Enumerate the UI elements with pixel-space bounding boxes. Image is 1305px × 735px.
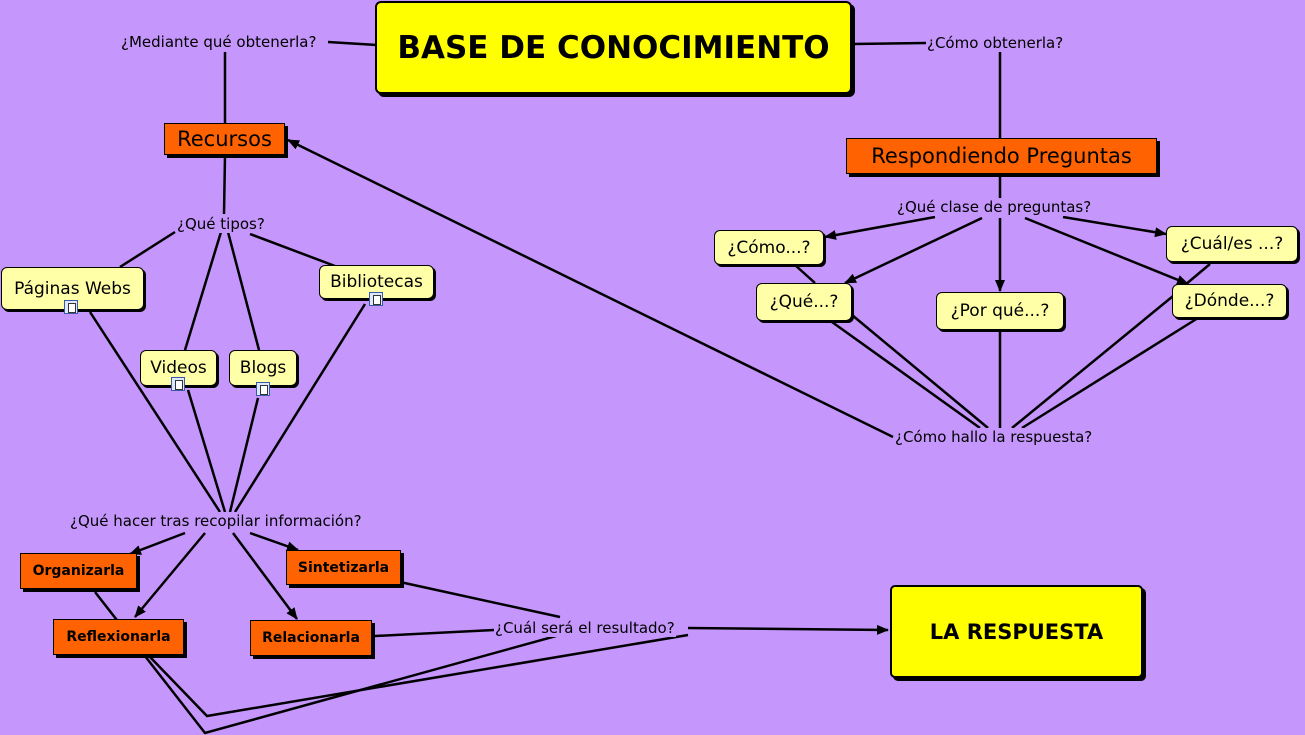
concept-label: LA RESPUESTA — [929, 619, 1104, 644]
link-line — [374, 628, 495, 638]
resource-doc-icon[interactable] — [171, 377, 185, 391]
phrase-cual-resultado: ¿Cuál será el resultado? — [494, 619, 676, 637]
phrase-mediante: ¿Mediante qué obtenerla? — [120, 33, 318, 51]
link-line — [186, 389, 227, 513]
link-line — [794, 264, 816, 284]
concept-label: Sintetizarla — [297, 559, 390, 576]
link-arrow — [249, 531, 299, 552]
concept-label: ¿Qué...? — [769, 292, 839, 312]
concept-donde[interactable]: ¿Dónde...? — [1172, 284, 1287, 318]
link-line — [226, 231, 261, 351]
link-line — [1184, 263, 1211, 286]
link-line — [233, 303, 367, 513]
link-line — [249, 232, 336, 268]
link-line — [1021, 316, 1199, 430]
concept-que[interactable]: ¿Qué...? — [756, 283, 852, 321]
link-arrow — [129, 531, 186, 556]
concept-base-de-conocimiento[interactable]: BASE DE CONOCIMIENTO — [375, 1, 852, 94]
link-arrow — [687, 624, 889, 635]
link-line — [851, 314, 989, 429]
concept-blogs[interactable]: Blogs — [229, 350, 297, 386]
concept-bibliotecas[interactable]: Bibliotecas — [319, 265, 434, 299]
link-arrow — [1024, 216, 1189, 286]
concept-organizarla[interactable]: Organizarla — [20, 553, 137, 589]
resource-doc-icon[interactable] — [64, 300, 78, 314]
concept-respondiendo-preguntas[interactable]: Respondiendo Preguntas — [846, 138, 1157, 174]
link-line — [228, 397, 260, 513]
link-line — [222, 154, 227, 215]
phrase-que-clase: ¿Qué clase de preguntas? — [896, 198, 1093, 216]
link-arrow — [231, 532, 299, 620]
concept-la-respuesta[interactable]: LA RESPUESTA — [890, 585, 1143, 678]
concept-como[interactable]: ¿Cómo...? — [714, 230, 824, 265]
concept-label: Videos — [150, 358, 207, 378]
concept-label: ¿Por qué...? — [950, 301, 1050, 321]
phrase-como-hallo: ¿Cómo hallo la respuesta? — [894, 428, 1094, 446]
concept-label: ¿Dónde...? — [1184, 291, 1275, 311]
link-arrow — [287, 138, 894, 439]
concept-label: BASE DE CONOCIMIENTO — [397, 29, 830, 66]
link-line — [327, 40, 378, 47]
concept-por-que[interactable]: ¿Por qué...? — [936, 292, 1064, 330]
concept-cual-es[interactable]: ¿Cuál/es ...? — [1166, 226, 1298, 262]
link-line — [831, 320, 981, 430]
concept-recursos[interactable]: Recursos — [164, 123, 285, 155]
concept-label: Blogs — [239, 358, 287, 378]
link-line — [88, 311, 222, 513]
concept-label: Reflexionarla — [66, 629, 171, 645]
concept-label: Páginas Webs — [14, 278, 131, 299]
link-line — [149, 633, 689, 718]
link-arrow — [1062, 215, 1167, 238]
phrase-que-tipos: ¿Qué tipos? — [176, 215, 266, 233]
resource-doc-icon[interactable] — [256, 382, 270, 396]
link-line — [183, 231, 223, 351]
phrase-que-hacer: ¿Qué hacer tras recopilar información? — [69, 512, 363, 530]
link-arrow — [824, 215, 936, 240]
link-line — [399, 580, 561, 619]
concept-reflexionarla[interactable]: Reflexionarla — [53, 619, 184, 655]
concept-label: Recursos — [177, 127, 272, 151]
concept-label: Relacionarla — [262, 630, 360, 646]
phrase-como-obtenerla: ¿Cómo obtenerla? — [926, 34, 1065, 52]
concept-relacionarla[interactable]: Relacionarla — [250, 620, 372, 656]
link-arrow — [844, 216, 983, 285]
link-line — [119, 230, 176, 269]
resource-doc-icon[interactable] — [369, 292, 383, 306]
concept-label: ¿Cuál/es ...? — [1180, 234, 1284, 254]
concept-label: Respondiendo Preguntas — [871, 144, 1132, 168]
link-arrow — [134, 532, 206, 618]
concept-label: ¿Cómo...? — [727, 237, 811, 258]
concept-label: Bibliotecas — [330, 272, 423, 292]
concept-videos[interactable]: Videos — [140, 350, 217, 386]
concept-sintetizarla[interactable]: Sintetizarla — [286, 550, 401, 585]
link-line — [94, 591, 557, 735]
concept-label: Organizarla — [32, 563, 125, 579]
link-line — [1011, 291, 1179, 429]
link-line — [851, 41, 927, 46]
